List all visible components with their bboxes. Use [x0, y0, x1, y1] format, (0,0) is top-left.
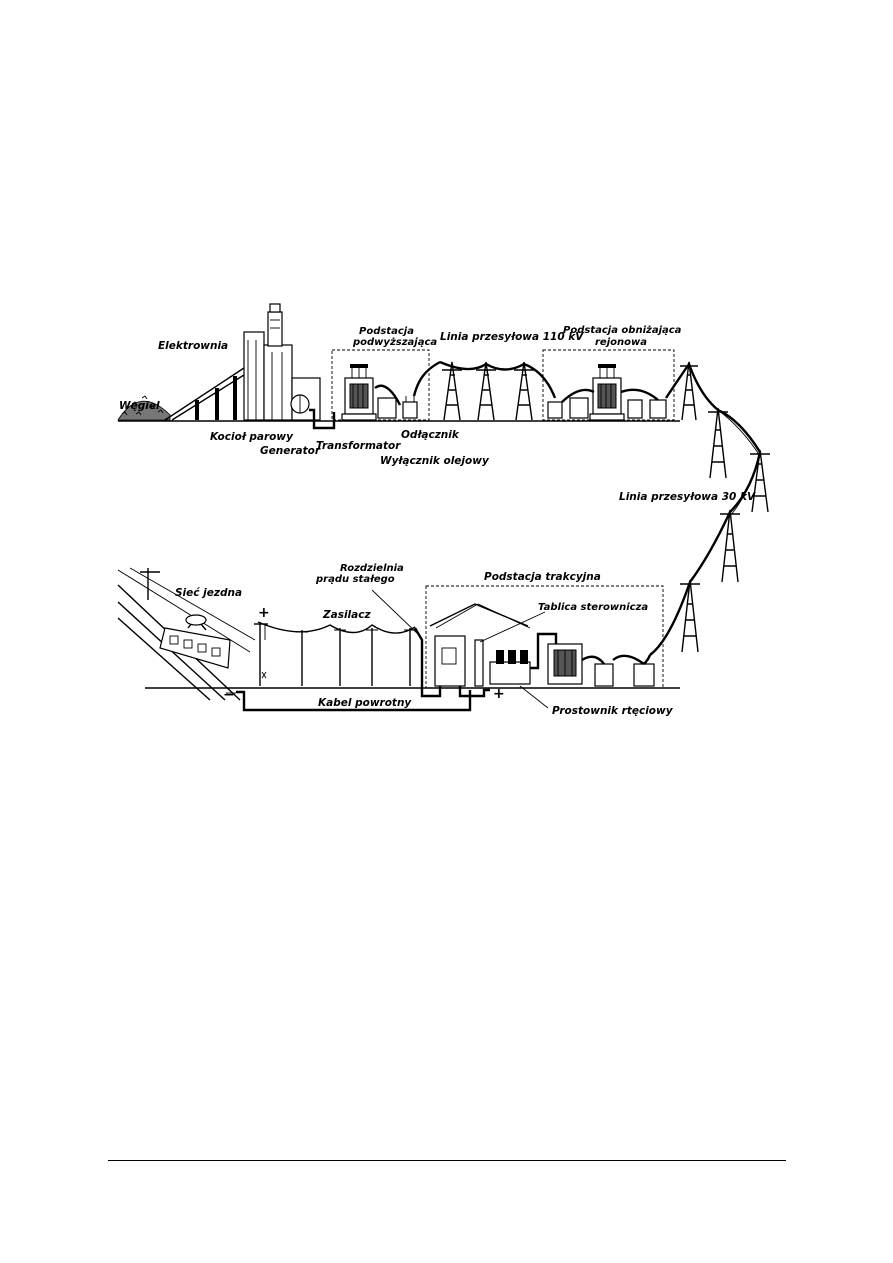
- electric-train: [159, 614, 231, 669]
- traction-equipment: [413, 627, 655, 698]
- leader-roof: [435, 603, 531, 629]
- label-podstacja-obnizajaca-2: rejonowa: [595, 337, 647, 348]
- label-podstacja-podwyzszajaca-1: Podstacja: [359, 326, 414, 337]
- plus-sign-feeder: +: [258, 605, 270, 621]
- label-prostownik-rteciowy: Prostownik rtęciowy: [552, 705, 674, 717]
- minus-sign-return: −: [223, 687, 235, 703]
- dc-switchgear-cabinet: [434, 635, 466, 687]
- generator-cable: [309, 408, 336, 430]
- label-kociol-parowy: Kocioł parowy: [210, 431, 294, 443]
- control-panel: [474, 639, 484, 687]
- bottom-row: [117, 567, 680, 712]
- traction-substation-frame: [425, 585, 664, 689]
- pylon-30kv-5: [680, 579, 700, 653]
- coal-conveyor: [164, 367, 245, 421]
- label-podstacja-obnizajaca-1: Podstacja obniżająca: [563, 325, 682, 336]
- top-row: [117, 303, 680, 430]
- line-110kv-pylons: [439, 360, 557, 421]
- label-kabel-powrotny: Kabel powrotny: [318, 697, 412, 709]
- line-30kv: [649, 361, 770, 656]
- labels: Węgiel Elektrownia Podstacja podwyższają…: [119, 325, 756, 717]
- label-transformator: Transformator: [316, 440, 401, 452]
- label-tablica-sterownicza: Tablica sterownicza: [538, 602, 648, 613]
- step-down-equipment: [547, 364, 667, 421]
- label-wylacznik-olejowy: Wyłącznik olejowy: [380, 455, 490, 467]
- leader-tablica: [479, 611, 546, 643]
- leader-prostownik: [519, 685, 549, 709]
- power-plant-building: [243, 303, 321, 421]
- label-linia-110kv: Linia przesyłowa 110 kV: [440, 331, 584, 343]
- label-linia-30kv: Linia przesyłowa 30 kV: [619, 491, 756, 503]
- pylon-30kv-4: [720, 509, 740, 583]
- step-up-substation-frame: [331, 349, 430, 421]
- label-elektrownia: Elektrownia: [158, 340, 228, 352]
- label-generator: Generator: [260, 445, 321, 457]
- label-podstacja-podwyzszajaca-2: podwyższająca: [352, 337, 437, 348]
- label-zasilacz: Zasilacz: [322, 609, 371, 621]
- label-podstacja-trakcyjna: Podstacja trakcyjna: [484, 571, 601, 583]
- plus-sign-rectifier: +: [493, 686, 505, 702]
- mercury-rectifier: [489, 661, 531, 685]
- pylon-30kv-1: [680, 361, 698, 421]
- label-odlacznik: Odłącznik: [401, 429, 460, 441]
- coal-pile: [117, 395, 171, 421]
- pylon-30kv-2: [708, 407, 728, 479]
- label-wegiel: Węgiel: [119, 400, 160, 412]
- leader-rozdzielnia: [371, 589, 421, 637]
- label-siec-jezdna: Sieć jezdna: [175, 587, 242, 599]
- label-rozdzielnia-2: prądu stałego: [315, 574, 395, 585]
- return-cable: [236, 690, 472, 712]
- catenary: [254, 621, 416, 686]
- label-rozdzielnia-1: Rozdzielnia: [340, 563, 404, 574]
- footer-rule: [108, 1160, 786, 1161]
- step-up-equipment: [341, 360, 441, 421]
